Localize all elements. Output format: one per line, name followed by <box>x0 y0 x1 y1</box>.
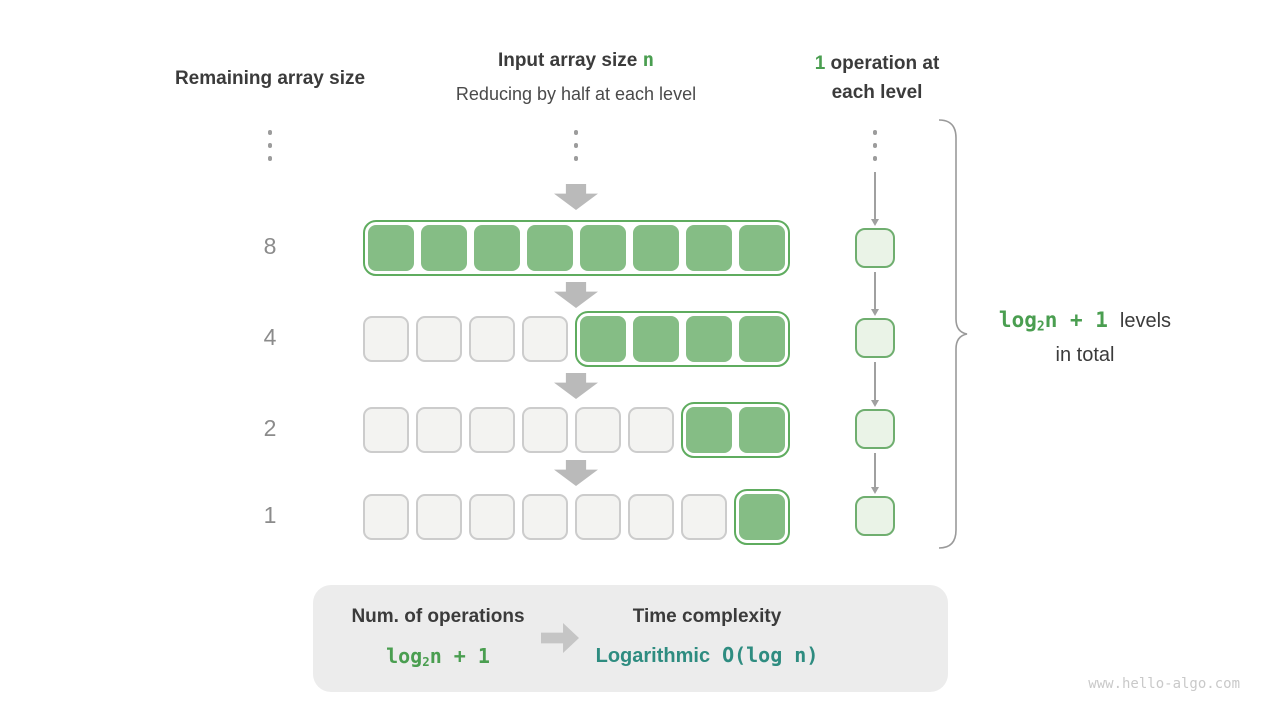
array-cell-active <box>527 225 573 271</box>
selected-subarray <box>575 311 790 367</box>
array-row <box>363 219 790 277</box>
row-label: 1 <box>263 502 277 528</box>
levels-brace <box>938 119 968 549</box>
brace-label-line2: in total <box>1055 344 1115 367</box>
header-operation-text-line2: each level <box>831 82 923 103</box>
watermark: www.hello-algo.com <box>1088 676 1240 692</box>
array-cell-empty <box>416 316 462 362</box>
array-cell-empty <box>469 407 515 453</box>
header-input-size-text: Input array size <box>497 50 643 71</box>
row-label: 8 <box>263 233 277 259</box>
complexity-word: Logarithmic <box>595 645 711 667</box>
array-cell-active <box>686 316 732 362</box>
array-cell-active <box>368 225 414 271</box>
down-arrow-icon <box>554 373 598 399</box>
brace-label: log2n + 1 levels in total <box>980 306 1190 370</box>
row-label: 4 <box>263 324 277 350</box>
array-cell-active <box>739 225 785 271</box>
array-cell-empty <box>681 494 727 540</box>
array-cell-empty <box>469 316 515 362</box>
header-operation-per-level: 1 operation at each level <box>777 49 977 107</box>
array-cell-active <box>739 407 785 453</box>
levels-formula: log2n + 1 <box>998 308 1108 335</box>
summary-left-title: Num. of operations <box>351 606 525 627</box>
array-cell-empty <box>416 407 462 453</box>
array-cell-empty <box>416 494 462 540</box>
array-cell-empty <box>469 494 515 540</box>
array-cell-active <box>686 225 732 271</box>
array-cell-empty <box>628 407 674 453</box>
selected-subarray <box>734 489 790 545</box>
ellipsis-icon <box>573 130 579 169</box>
array-cell-active <box>739 494 785 540</box>
ellipsis-icon <box>267 130 273 169</box>
down-arrow-icon <box>554 184 598 210</box>
array-cell-active <box>474 225 520 271</box>
array-cell-empty <box>522 494 568 540</box>
array-cell-active <box>580 225 626 271</box>
brace-label-levels-text: levels <box>1119 310 1172 332</box>
header-input-size-n: n <box>642 49 655 71</box>
array-cell-empty <box>575 407 621 453</box>
array-cell-active <box>686 407 732 453</box>
header-operation-num: 1 <box>814 53 826 74</box>
array-cell-empty <box>575 494 621 540</box>
array-cell-active <box>739 316 785 362</box>
array-row <box>363 488 790 546</box>
array-cell-empty <box>363 407 409 453</box>
row-label: 2 <box>263 415 277 441</box>
array-cell-empty <box>363 316 409 362</box>
array-cell-empty <box>522 316 568 362</box>
operation-square <box>855 496 895 536</box>
thin-down-arrow-icon <box>871 453 878 494</box>
header-remaining-size: Remaining array size <box>174 68 366 89</box>
brace-label-line1: log2n + 1 levels <box>980 306 1190 341</box>
thin-down-arrow-icon <box>871 272 878 316</box>
array-cell-active <box>633 316 679 362</box>
operation-square <box>855 409 895 449</box>
selected-subarray <box>681 402 790 458</box>
summary-right-title: Time complexity <box>632 606 782 627</box>
selected-subarray <box>363 220 790 276</box>
header-input-size: Input array size n <box>426 46 726 75</box>
array-row <box>363 310 790 368</box>
array-cell-active <box>421 225 467 271</box>
thin-down-arrow-icon <box>871 362 878 407</box>
summary-complexity: Logarithmic O(log n) <box>557 643 857 668</box>
down-arrow-icon <box>554 460 598 486</box>
header-operation-text: operation at <box>825 53 940 74</box>
array-row <box>363 401 790 459</box>
array-cell-empty <box>522 407 568 453</box>
array-cell-active <box>633 225 679 271</box>
summary-box: Num. of operations log2n + 1 Time comple… <box>313 585 948 692</box>
summary-operations-formula: log2n + 1 <box>386 644 490 670</box>
array-cell-empty <box>628 494 674 540</box>
header-halving-subtitle: Reducing by half at each level <box>455 84 697 104</box>
array-cell-empty <box>363 494 409 540</box>
operation-square <box>855 228 895 268</box>
ellipsis-icon <box>872 130 878 169</box>
down-arrow-icon <box>554 282 598 308</box>
operation-square <box>855 318 895 358</box>
thin-down-arrow-icon <box>871 172 878 226</box>
array-cell-active <box>580 316 626 362</box>
complexity-notation: O(log n) <box>722 643 819 667</box>
